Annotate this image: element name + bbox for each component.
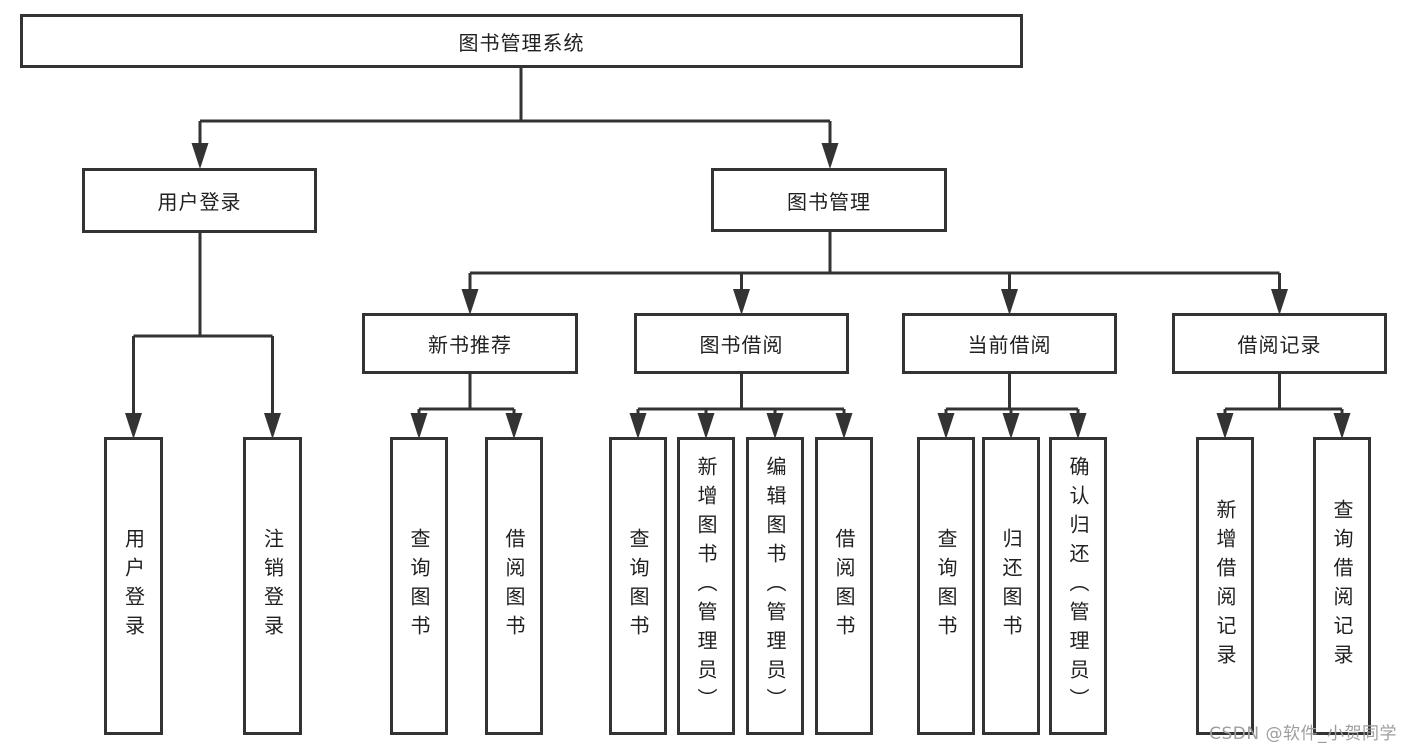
- connector-line: [1223, 374, 1344, 415]
- leaf-return-books: 归还图书: [982, 437, 1040, 735]
- arrowhead: [1216, 413, 1234, 439]
- leaf-borrow-books-recommend: 借阅图书: [485, 437, 543, 735]
- leaf-label: 查询图书: [626, 528, 650, 644]
- connector-book-management-to-level3: [468, 232, 1281, 291]
- csdn-watermark: CSDN @软件_小贺同学: [1209, 724, 1397, 744]
- connector-line: [468, 232, 1281, 291]
- connector-book-borrowing-to-leaves: [636, 374, 846, 415]
- connector-line: [198, 68, 832, 146]
- node-user-login: 用户登录: [82, 168, 317, 233]
- node-book-management: 图书管理: [711, 168, 947, 232]
- arrowhead: [821, 143, 839, 169]
- node-borrowing-records: 借阅记录: [1172, 313, 1387, 374]
- connector-borrowing-records-to-leaves: [1223, 374, 1344, 415]
- node-label: 借阅记录: [1237, 333, 1322, 357]
- leaf-label: 确认归还（管理员）: [1066, 455, 1090, 717]
- connector-line: [944, 374, 1080, 415]
- connector-line: [132, 233, 274, 415]
- connector-line: [636, 374, 846, 415]
- leaf-query-books-recommend: 查询图书: [390, 437, 448, 735]
- leaf-label: 新增图书（管理员）: [694, 455, 718, 717]
- arrowhead: [937, 413, 955, 439]
- arrowhead: [1271, 289, 1288, 315]
- arrowhead: [835, 413, 853, 439]
- node-label: 图书借阅: [699, 333, 784, 357]
- leaf-query-borrow-record: 查询借阅记录: [1313, 437, 1371, 735]
- node-book-borrowing: 图书借阅: [634, 313, 849, 374]
- leaf-borrow-books: 借阅图书: [815, 437, 873, 735]
- leaf-edit-book-admin: 编辑图书（管理员）: [746, 437, 804, 735]
- node-label: 图书管理系统: [458, 30, 585, 55]
- arrowhead: [264, 413, 281, 439]
- node-label: 当前借阅: [967, 333, 1052, 357]
- arrowhead: [410, 413, 428, 439]
- node-label: 用户登录: [157, 190, 242, 214]
- leaf-label: 查询图书: [934, 528, 958, 644]
- arrowhead: [125, 413, 142, 439]
- arrowhead: [697, 413, 715, 439]
- connector-current-borrowing-to-leaves: [944, 374, 1080, 415]
- node-current-borrowing: 当前借阅: [902, 313, 1117, 374]
- arrowhead: [766, 413, 784, 439]
- connector-user-login-to-leaves: [132, 233, 274, 415]
- leaf-user-login: 用户登录: [104, 437, 163, 735]
- arrowheads: [125, 143, 1351, 439]
- arrowhead: [629, 413, 647, 439]
- leaf-query-books-current: 查询图书: [917, 437, 975, 735]
- node-label: 新书推荐: [428, 333, 512, 357]
- node-new-book-recommendation: 新书推荐: [362, 313, 578, 374]
- arrowhead: [1069, 413, 1087, 439]
- leaf-label: 查询图书: [407, 528, 431, 644]
- leaf-label: 借阅图书: [832, 528, 856, 644]
- leaf-label: 借阅图书: [502, 528, 526, 644]
- arrowhead: [1002, 413, 1020, 439]
- arrowhead: [1333, 413, 1351, 439]
- leaf-add-borrow-record: 新增借阅记录: [1196, 437, 1254, 735]
- arrowhead: [191, 143, 209, 169]
- arrowhead: [1001, 289, 1018, 315]
- leaf-label: 用户登录: [121, 528, 146, 644]
- connector-line: [417, 374, 516, 415]
- leaf-confirm-return-admin: 确认归还（管理员）: [1049, 437, 1107, 735]
- connector-root-to-level2: [198, 68, 832, 146]
- leaf-add-book-admin: 新增图书（管理员）: [677, 437, 735, 735]
- node-library-management-system: 图书管理系统: [20, 14, 1023, 68]
- leaf-label: 新增借阅记录: [1213, 499, 1237, 673]
- leaf-label: 注销登录: [260, 528, 285, 644]
- node-label: 图书管理: [787, 189, 871, 214]
- leaf-logout: 注销登录: [243, 437, 302, 735]
- arrowhead: [505, 413, 523, 439]
- arrowhead: [461, 289, 479, 315]
- leaf-query-books-borrow: 查询图书: [609, 437, 667, 735]
- leaf-label: 查询借阅记录: [1330, 499, 1354, 673]
- leaf-label: 归还图书: [999, 528, 1023, 644]
- leaf-label: 编辑图书（管理员）: [763, 455, 787, 717]
- arrowhead: [733, 289, 750, 315]
- connector-new-book-recommendation-to-leaves: [417, 374, 516, 415]
